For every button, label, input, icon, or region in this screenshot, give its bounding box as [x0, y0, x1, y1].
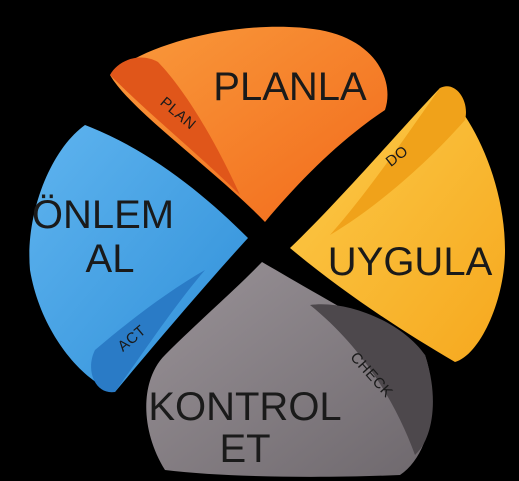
petal-plan-body	[110, 26, 388, 222]
petal-act-fold	[91, 270, 205, 393]
petal-check: KONTROL ET CHECK	[146, 262, 433, 477]
petal-plan-title: PLANLA	[213, 65, 367, 109]
petal-plan: PLANLA PLAN	[110, 26, 388, 222]
petal-do-body	[290, 88, 505, 362]
petal-do: UYGULA DO	[290, 86, 505, 362]
petal-act-title-line1: ÖNLEM	[32, 193, 174, 237]
petal-do-title: UYGULA	[328, 240, 493, 284]
petal-act-body	[29, 125, 248, 392]
petal-check-title-line1: KONTROL	[148, 385, 341, 429]
petal-do-fold	[330, 86, 466, 235]
petal-check-title-line2: ET	[219, 427, 270, 471]
petal-act-title-line2: AL	[86, 237, 135, 281]
petal-act: ÖNLEM AL ACT	[29, 125, 248, 393]
petal-check-fold	[310, 304, 433, 455]
petal-plan-fold	[110, 57, 240, 195]
petal-check-body	[146, 262, 432, 477]
